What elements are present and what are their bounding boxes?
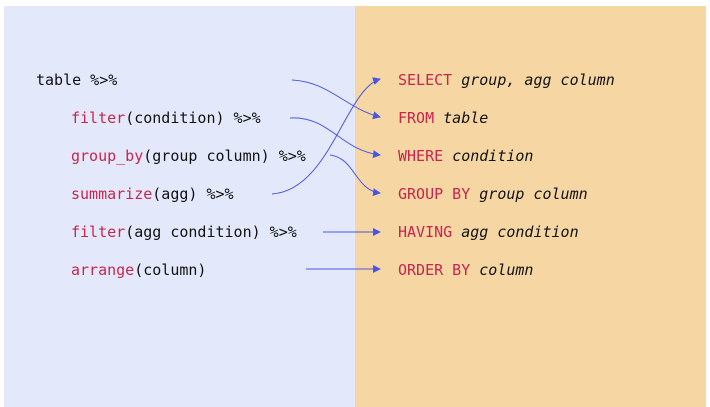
sql-line-from: FROM table	[398, 108, 488, 128]
sql-keyword: GROUP BY	[398, 185, 471, 203]
dplyr-function: arrange	[71, 261, 135, 279]
sql-keyword: FROM	[398, 109, 435, 127]
sql-arg: group column	[479, 185, 588, 203]
dplyr-line-filter-agg: filter(agg condition) %>%	[71, 222, 297, 242]
sql-line-select: SELECT group, agg column	[398, 70, 615, 90]
dplyr-args: (condition) %>%	[125, 109, 261, 127]
sql-arg: agg condition	[461, 223, 579, 241]
sql-line-where: WHERE condition	[398, 146, 533, 166]
dplyr-line-summarize: summarize(agg) %>%	[71, 184, 234, 204]
sql-arg: condition	[452, 147, 534, 165]
dplyr-function: group_by	[71, 147, 144, 165]
sql-arg: group, agg column	[461, 71, 615, 89]
dplyr-function: filter	[71, 109, 126, 127]
dplyr-function: summarize	[71, 185, 153, 203]
dplyr-args: (column)	[134, 261, 207, 279]
dplyr-function: filter	[71, 223, 126, 241]
sql-arg: column	[479, 261, 534, 279]
dplyr-panel	[4, 6, 355, 407]
dplyr-line-filter: filter(condition) %>%	[71, 108, 261, 128]
sql-keyword: HAVING	[398, 223, 453, 241]
dplyr-args: (group column) %>%	[143, 147, 306, 165]
sql-keyword: SELECT	[398, 71, 453, 89]
sql-line-group-by: GROUP BY group column	[398, 184, 588, 204]
sql-panel	[355, 6, 706, 407]
sql-keyword: ORDER BY	[398, 261, 471, 279]
dplyr-line-table: table %>%	[36, 71, 118, 89]
sql-line-order-by: ORDER BY column	[398, 260, 533, 280]
sql-arg: table	[443, 109, 489, 127]
dplyr-line-group-by: group_by(group column) %>%	[71, 146, 306, 166]
dplyr-args: (agg) %>%	[152, 185, 234, 203]
dplyr-args: (agg condition) %>%	[125, 223, 297, 241]
sql-line-having: HAVING agg condition	[398, 222, 579, 242]
dplyr-line-arrange: arrange(column)	[71, 260, 206, 280]
sql-keyword: WHERE	[398, 147, 444, 165]
